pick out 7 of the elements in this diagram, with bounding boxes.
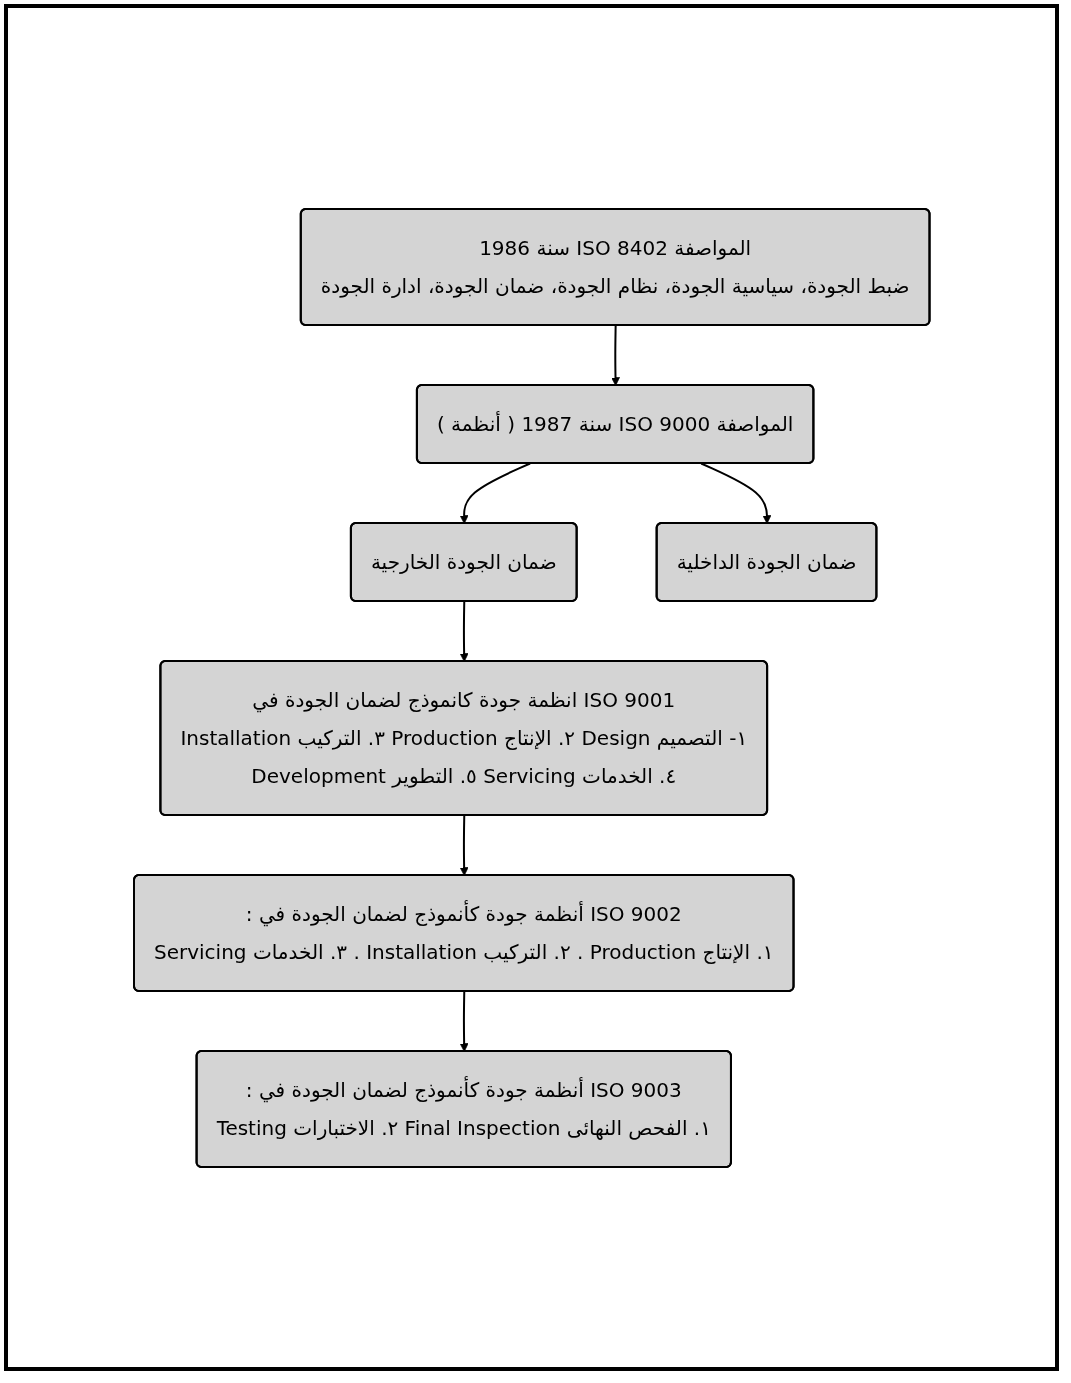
arrow bbox=[459, 462, 531, 524]
arrow bbox=[459, 990, 469, 1052]
arrow bbox=[459, 814, 469, 876]
arrow bbox=[459, 600, 469, 662]
arrow bbox=[699, 462, 772, 524]
arrow bbox=[610, 324, 620, 386]
page-frame: المواصفة ISO 8402 سنة 1986 ضبط الجودة، سياسية الجودة، نظام الجودة، ضمان الجودة، ادارة الجودة المواصفة ISO 9000 سنة 1987 ( أنظمة ) ضمان الجودة الخارجية ضمان الجودة الداخلية ISO 9001 انظمة جودة كانموذج لضمان الجودة في ١- التصميم Design ٢. الإنتاج Production ٣. التركيب Installation ٤. الخدمات Servicing ٥. التطوير Development ISO 9002 أنظمة جودة كأنموذج لضمان الجودة في : ١. الإنتاج Production . ٢. التركيب Installation . ٣. الخدمات Servicing ISO 9003 أنظمة جودة كأنموذج لضمان الجودة في : ١. الفحص النهائى Final Inspection ٢. الاختبارات Testing bbox=[4, 4, 1059, 1371]
